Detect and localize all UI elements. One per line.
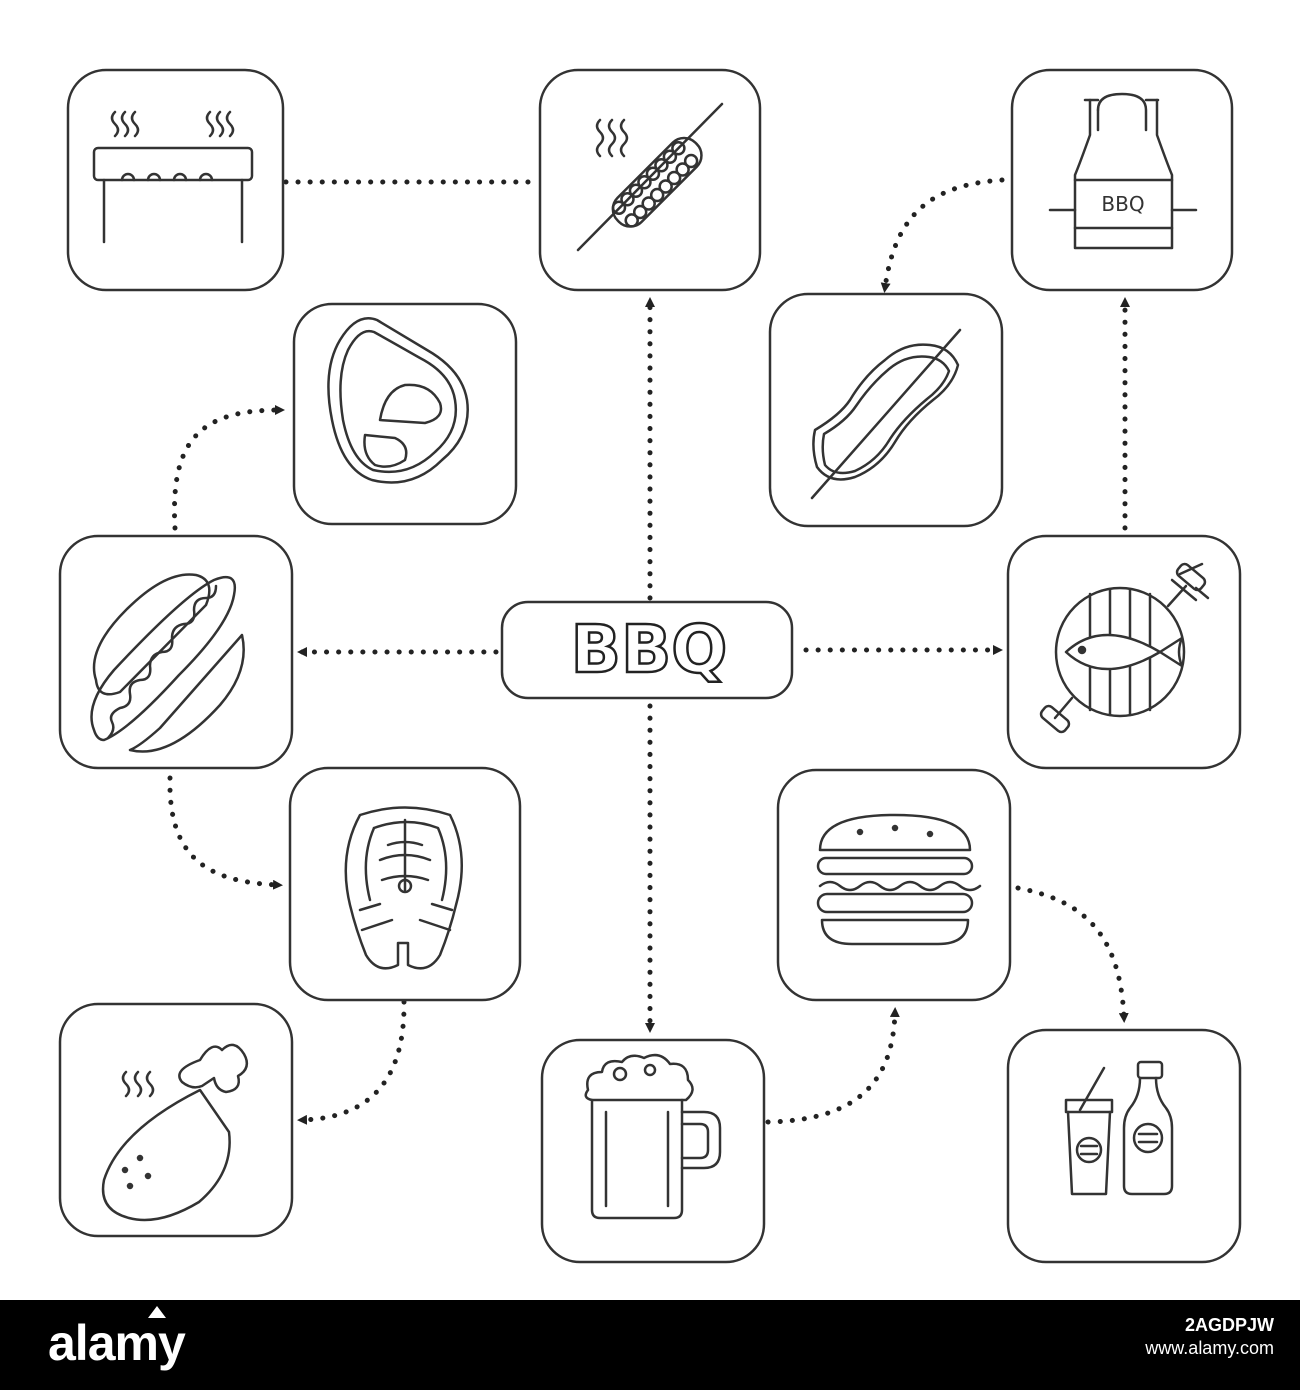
edge-burger-to-drinks — [1015, 885, 1129, 1023]
center-node[interactable]: BBQ — [500, 600, 794, 700]
edge-beer-to-burger — [765, 1007, 900, 1125]
image-id: 2AGDPJW — [1184, 1315, 1274, 1335]
burger-icon — [816, 813, 982, 946]
chicken-leg-icon — [101, 1043, 249, 1222]
edge-salmon-to-chicken — [297, 999, 407, 1125]
edge-apron-to-bacon — [880, 177, 1005, 293]
corn-icon — [576, 102, 724, 252]
footer-logo: alamy — [48, 1306, 186, 1372]
bacon-icon — [810, 328, 962, 500]
apron-icon: BBQ — [1048, 92, 1198, 250]
node-chicken[interactable] — [58, 1002, 294, 1238]
center-title: BBQ — [571, 611, 728, 688]
edge-hotdog-to-steak — [171, 405, 285, 531]
footer-info: 2AGDPJW www.alamy.com — [1145, 1314, 1274, 1359]
beer-mug-icon — [584, 1053, 722, 1220]
grill-icon — [92, 110, 254, 244]
node-steak[interactable] — [292, 302, 518, 526]
node-beer[interactable] — [540, 1038, 766, 1264]
logo-triangle-icon — [148, 1306, 166, 1318]
watermark-footer: alamy 2AGDPJW www.alamy.com — [0, 1300, 1300, 1390]
fish-grill-icon — [1039, 562, 1210, 734]
soda-drinks-icon — [1064, 1060, 1174, 1196]
bbq-mind-map: BBQ — [58, 68, 1242, 1264]
salmon-steak-icon — [344, 806, 464, 970]
node-bacon[interactable] — [768, 292, 1004, 528]
hotdog-icon — [90, 573, 245, 753]
apron-label: BBQ — [1101, 192, 1144, 216]
edge-hotdog-to-salmon — [167, 775, 283, 890]
steak-icon — [327, 317, 469, 484]
node-burger[interactable] — [776, 768, 1012, 1002]
footer-url[interactable]: www.alamy.com — [1145, 1337, 1274, 1358]
